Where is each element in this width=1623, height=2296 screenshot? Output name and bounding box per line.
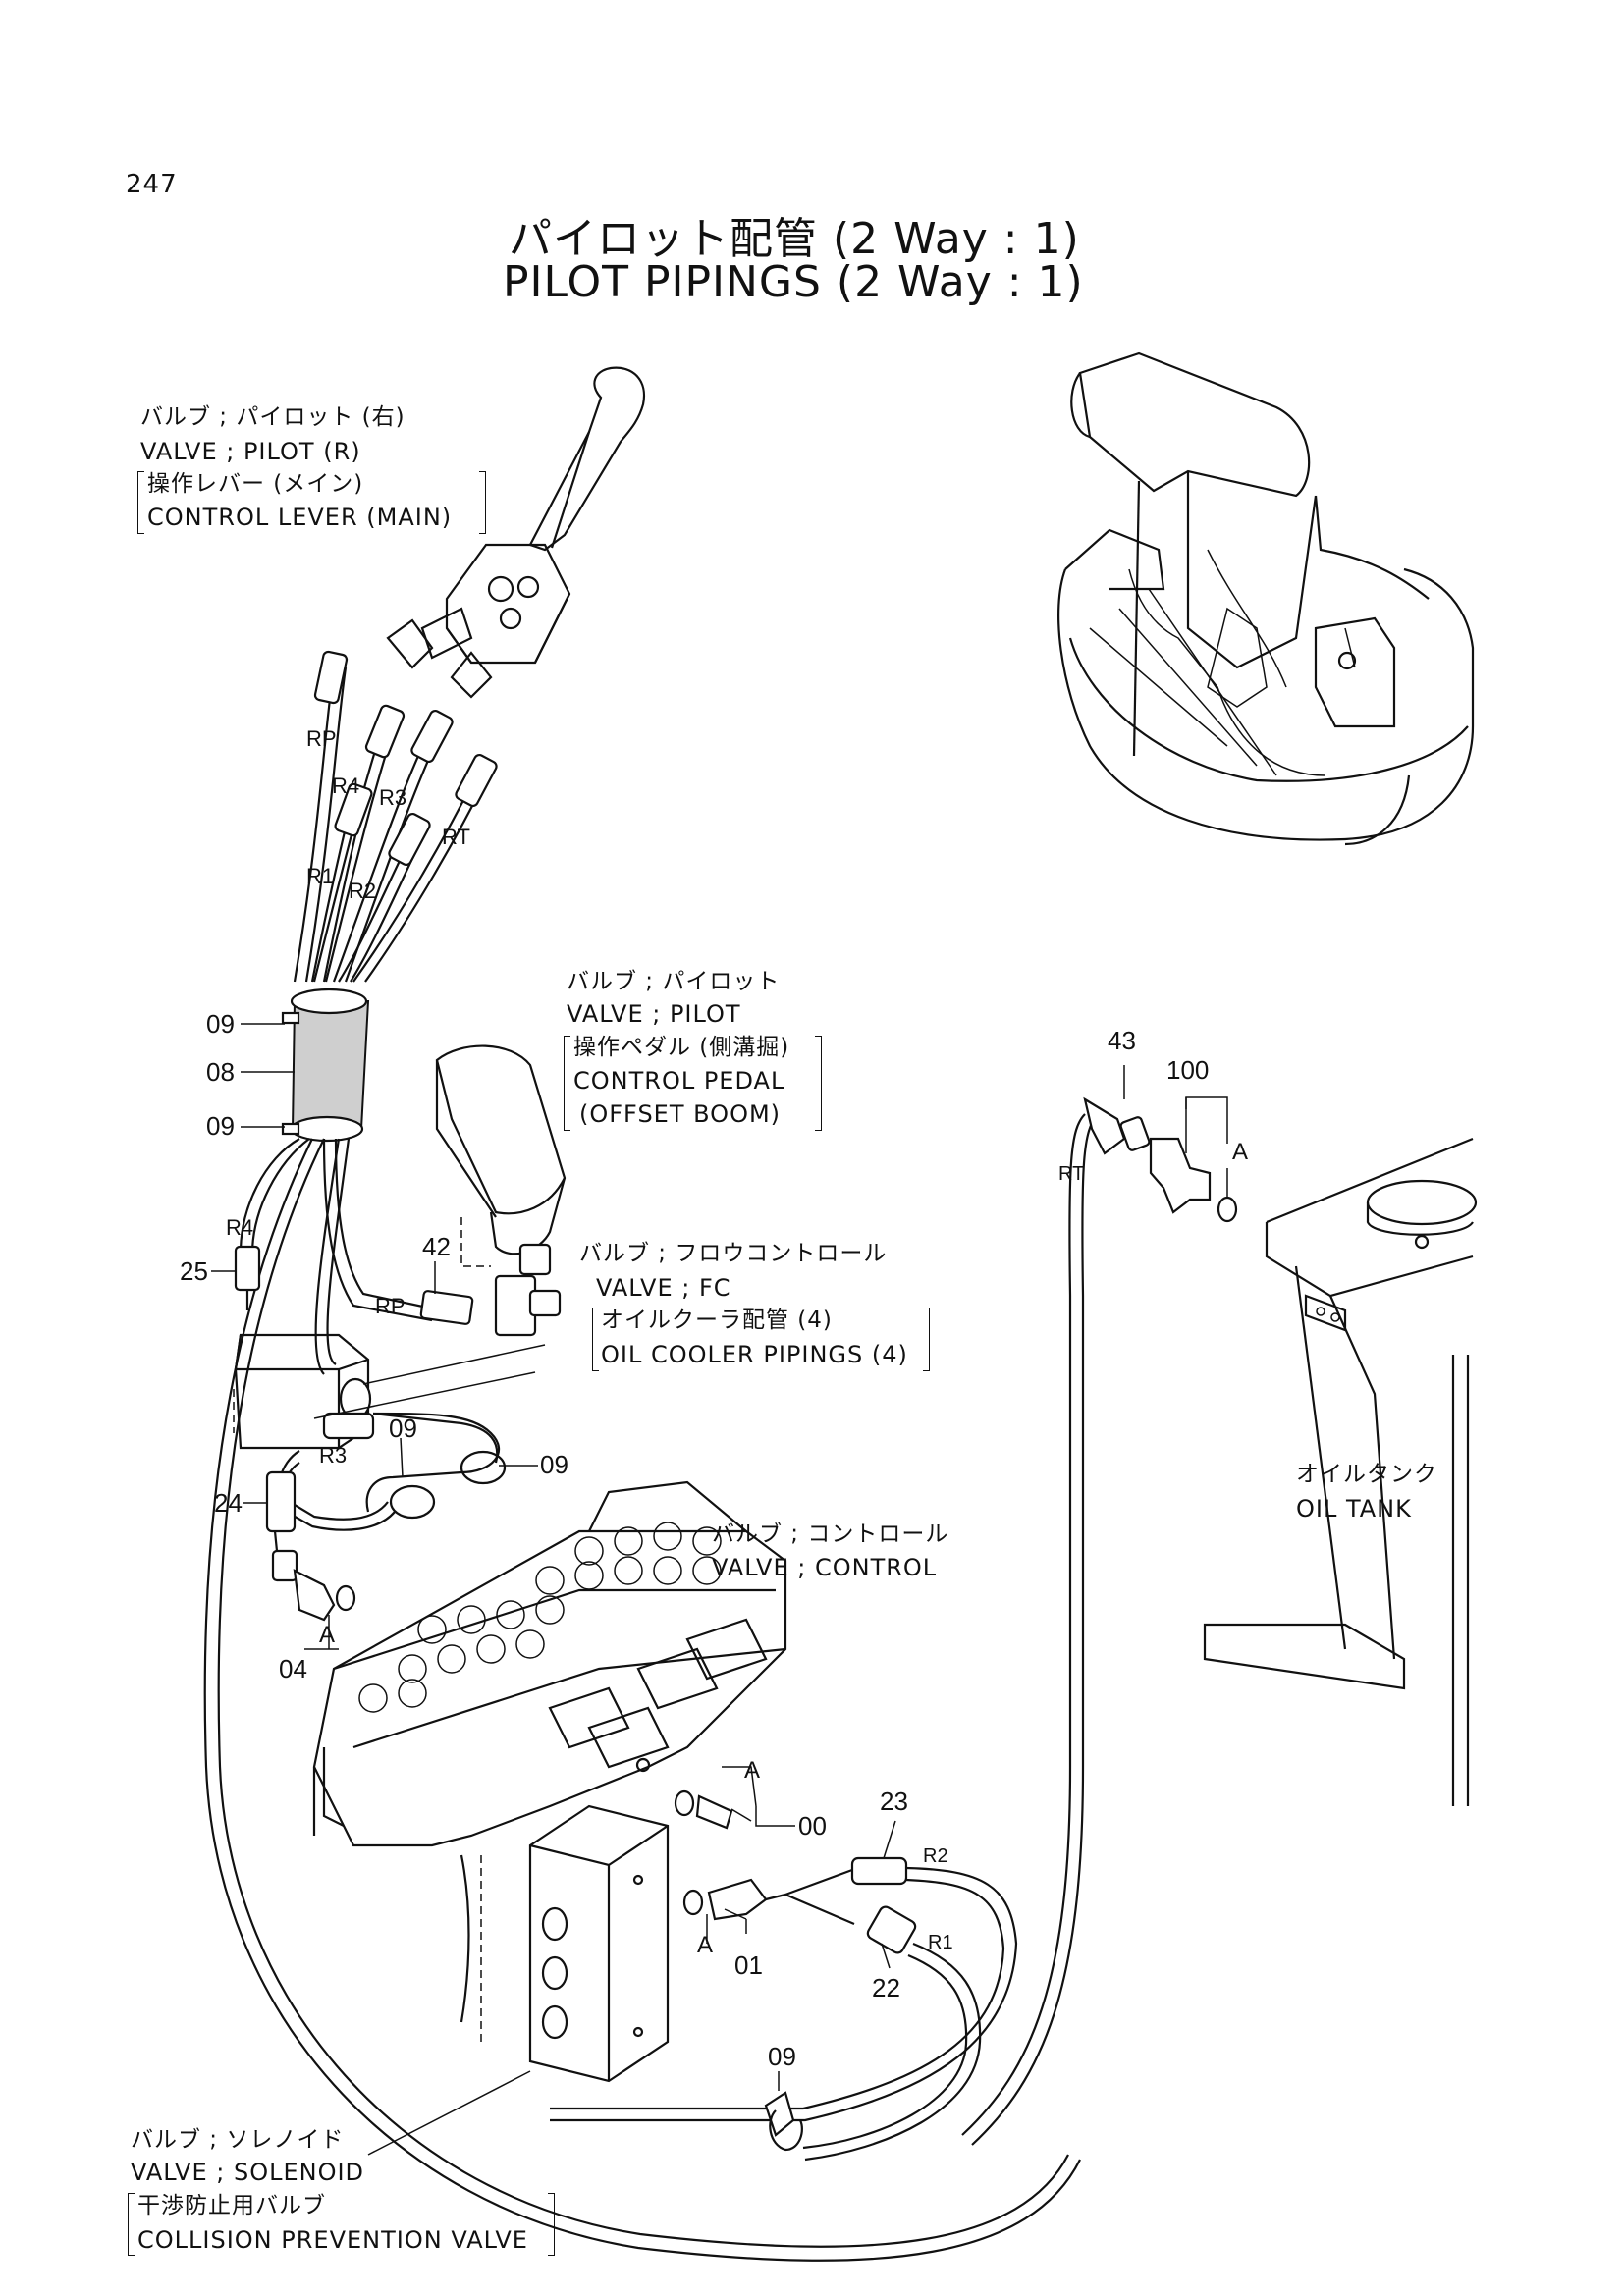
page-title-jp: パイロット配管 (2 Way : 1)	[509, 214, 1080, 264]
bracket-right	[548, 2193, 555, 2256]
callout-solenoid-en: VALVE ; SOLENOID	[131, 2159, 365, 2186]
port-label: R1	[928, 1932, 953, 1953]
port-label: R3	[319, 1443, 348, 1468]
port-label: R2	[923, 1845, 948, 1867]
port-label: R4	[332, 774, 360, 798]
callout-fc-en: VALVE ; FC	[596, 1274, 731, 1302]
page-title-en: PILOT PIPINGS (2 Way : 1)	[503, 257, 1084, 307]
callout-fc-jp: バルブ ; フロウコントロール	[579, 1241, 888, 1266]
callout-control-en: VALVE ; CONTROL	[712, 1554, 938, 1581]
bracket-right	[815, 1036, 822, 1131]
pilot-hoses-upper	[293, 650, 498, 983]
part-number: 09	[540, 1450, 568, 1479]
fitting-25	[234, 1245, 261, 1292]
port-label: RT	[442, 825, 470, 849]
callout-fc-sub-jp: オイルクーラ配管 (4)	[601, 1308, 833, 1333]
leader-lines	[211, 1023, 1228, 2156]
control-valve	[312, 1480, 787, 1847]
part-number: 09	[389, 1414, 417, 1443]
bracket-left	[564, 1036, 570, 1131]
pedal-valve	[419, 1044, 567, 1337]
bracket-right	[479, 471, 486, 534]
callout-solenoid-jp: バルブ ; ソレノイド	[131, 2127, 345, 2153]
solenoid-valve	[460, 1804, 670, 2083]
hose-protector	[281, 988, 370, 1143]
control-lever-main	[386, 366, 646, 699]
callout-solenoid-sub-en: COLLISION PREVENTION VALVE	[137, 2226, 528, 2254]
callout-tank-jp: オイルタンク	[1296, 1462, 1437, 1487]
clamp-09-lower	[769, 2109, 803, 2152]
return-hose	[961, 1096, 1238, 2146]
port-label: RT	[1058, 1163, 1085, 1185]
part-number: 43	[1108, 1026, 1136, 1055]
callout-pilot-jp: バルブ ; パイロット	[567, 969, 781, 994]
part-number: 25	[180, 1256, 208, 1286]
callout-pilot-en: VALVE ; PILOT	[567, 1000, 741, 1028]
port-label: RP	[306, 726, 337, 751]
port-label: R1	[306, 864, 335, 888]
part-number: 04	[279, 1654, 307, 1683]
fitting-24-elbow-04	[265, 1470, 356, 1622]
part-letter: A	[744, 1757, 761, 1784]
bracket-left	[128, 2193, 135, 2256]
part-number: 24	[214, 1488, 243, 1518]
part-letter: A	[319, 1622, 336, 1648]
part-number: 09	[206, 1111, 235, 1141]
part-number: 22	[872, 1973, 900, 2002]
callout-solenoid-sub-jp: 干渉防止用バルブ	[137, 2193, 326, 2218]
oil-tank	[1203, 1137, 1478, 1806]
fc-valve	[233, 1333, 375, 1450]
part-number: 42	[422, 1232, 451, 1261]
callout-pilot-r-jp: バルブ ; パイロット (右)	[140, 404, 406, 430]
callout-pilot-r-sub-jp: 操作レバー (メイン)	[147, 471, 364, 497]
part-number: 09	[206, 1009, 235, 1039]
part-number: 23	[880, 1787, 908, 1816]
part-number: 01	[734, 1950, 763, 1980]
bracket-right	[923, 1308, 930, 1371]
callout-tank-en: OIL TANK	[1296, 1495, 1412, 1522]
machine-cab-view	[1057, 351, 1475, 846]
part-letter: A	[1232, 1139, 1249, 1165]
page-number: 247	[126, 170, 178, 199]
part-number: 08	[206, 1057, 235, 1087]
callout-pilot-sub-jp: 操作ペダル (側溝掘)	[573, 1035, 790, 1060]
callout-pilot-sub-en1: CONTROL PEDAL	[573, 1067, 785, 1095]
port-label: R4	[226, 1215, 254, 1240]
part-number: 100	[1166, 1055, 1210, 1085]
part-number: 09	[768, 2042, 796, 2071]
part-number: 00	[798, 1811, 827, 1841]
part-letter: A	[697, 1932, 714, 1958]
callout-pilot-r-sub-en: CONTROL LEVER (MAIN)	[147, 504, 453, 531]
callout-fc-sub-en: OIL COOLER PIPINGS (4)	[601, 1341, 908, 1368]
port-label: R3	[379, 785, 407, 810]
bracket-left	[592, 1308, 599, 1371]
port-label: R2	[349, 879, 377, 903]
port-label: RP	[375, 1294, 406, 1318]
callout-pilot-sub-en2: (OFFSET BOOM)	[579, 1100, 782, 1128]
callout-control-jp: バルブ ; コントロール	[712, 1522, 949, 1547]
pilot-hoses-lower	[203, 1138, 1081, 2262]
bracket-left	[137, 471, 144, 534]
fittings-00-01-22-23	[550, 1789, 1018, 2162]
callout-pilot-r-en: VALVE ; PILOT (R)	[140, 438, 361, 465]
